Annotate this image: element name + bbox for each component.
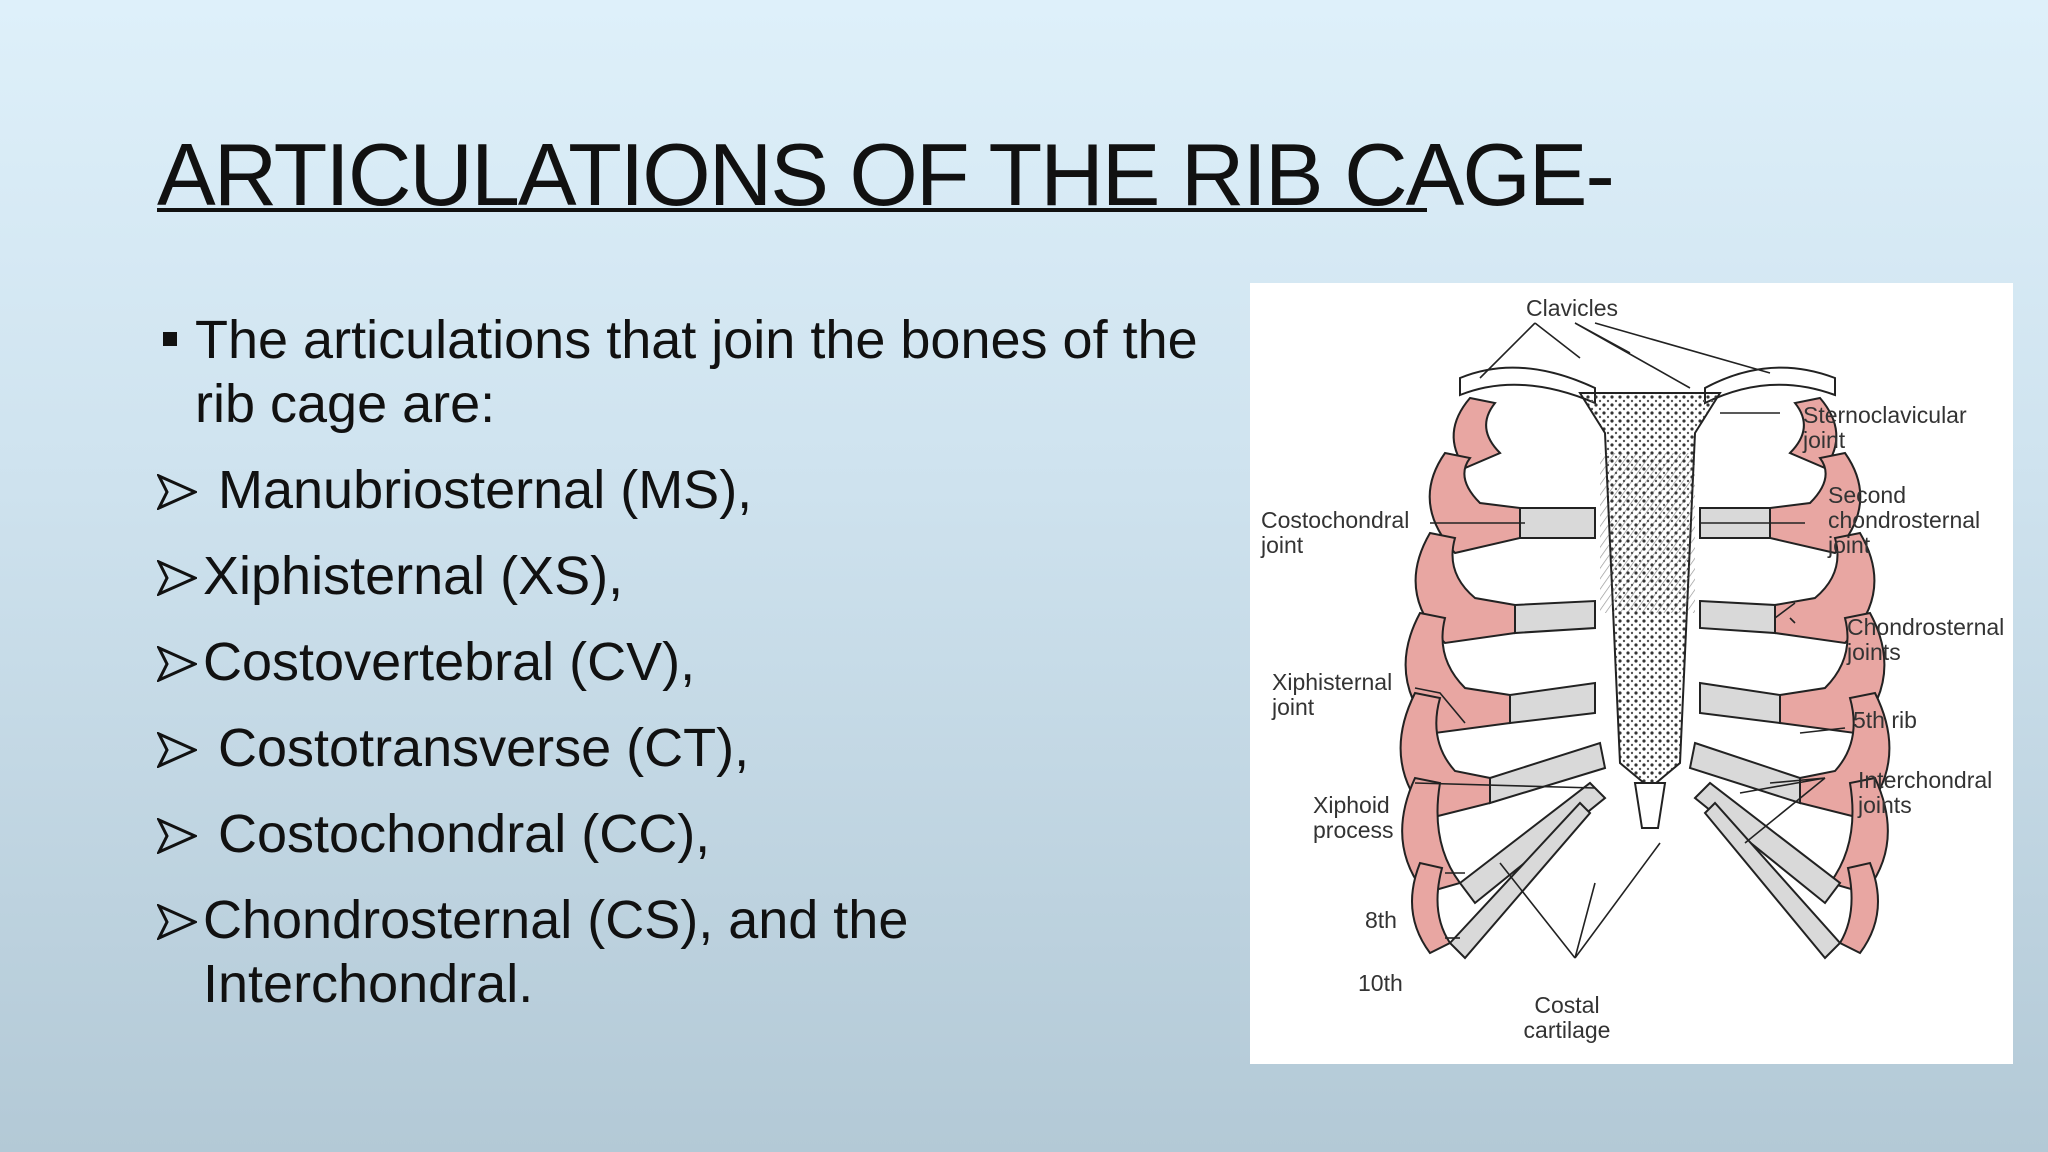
arrow-bullet-icon: [157, 732, 197, 768]
label-second-3: joint: [1827, 532, 1871, 558]
list-item: Manubriosternal (MS),: [157, 458, 1237, 522]
list-item: Costovertebral (CV),: [157, 630, 1237, 694]
left-clavicle: [1459, 366, 1596, 405]
right-clavicle: [1704, 366, 1836, 405]
rib-cage-diagram: Clavicles Sternoclavicular joint Costoch…: [1250, 283, 2013, 1064]
leader-lines: [1414, 322, 1846, 959]
bullet-list: The articulations that join the bones of…: [157, 308, 1237, 1038]
intro-text: The articulations that join the bones of…: [195, 310, 1198, 434]
list-item-text: Chondrosternal (CS), and the Interchondr…: [203, 890, 909, 1014]
rib-cage-illustration: Clavicles Sternoclavicular joint Costoch…: [1260, 295, 2004, 1043]
left-ribs: [1399, 396, 1607, 960]
arrow-bullet-icon: [157, 646, 197, 682]
label-costal: Costal: [1534, 992, 1599, 1018]
label-costal-2: cartilage: [1524, 1017, 1611, 1043]
list-item-text: Costotransverse (CT),: [203, 718, 750, 778]
list-item: Chondrosternal (CS), and the Interchondr…: [157, 888, 963, 1016]
label-xiphoid: Xiphoid: [1313, 792, 1390, 818]
intro-bullet: The articulations that join the bones of…: [157, 308, 1237, 436]
label-fifth-rib: 5th rib: [1853, 707, 1917, 733]
title-underline: [157, 208, 1427, 212]
square-bullet-icon: [163, 332, 177, 346]
list-item-text: Costovertebral (CV),: [203, 632, 696, 692]
label-second: Second: [1828, 482, 1906, 508]
manubriosternal-band: [1600, 453, 1695, 613]
label-interchondral-2: joints: [1857, 792, 1912, 818]
label-chondrosternal-2: joints: [1846, 639, 1901, 665]
list-item-text: Costochondral (CC),: [203, 804, 711, 864]
label-xiphisternal: Xiphisternal: [1272, 669, 1392, 695]
xiphoid: [1633, 782, 1667, 829]
diagram-labels: Clavicles Sternoclavicular joint Costoch…: [1260, 295, 2004, 1043]
label-costochondral-2: joint: [1260, 532, 1304, 558]
right-ribs: [1688, 396, 1891, 960]
label-chondrosternal: Chondrosternal: [1847, 614, 2004, 640]
arrow-bullet-icon: [157, 560, 197, 596]
list-item: Costotransverse (CT),: [157, 716, 1237, 780]
label-interchondral: Interchondral: [1858, 767, 1992, 793]
arrow-bullet-icon: [157, 818, 197, 854]
slide-title: ARTICULATIONS OF THE RIB CAGE-: [157, 125, 1615, 224]
label-costochondral: Costochondral: [1261, 507, 1409, 533]
label-10th: 10th: [1358, 970, 1403, 996]
label-sternoclavicular: Sternoclavicular: [1803, 402, 1967, 428]
label-xiphoid-2: process: [1313, 817, 1394, 843]
label-clavicles: Clavicles: [1526, 295, 1618, 321]
list-item: Costochondral (CC),: [157, 802, 1237, 866]
label-xiphisternal-2: joint: [1271, 694, 1315, 720]
list-item: Xiphisternal (XS),: [157, 544, 1237, 608]
list-item-text: Xiphisternal (XS),: [203, 546, 624, 606]
arrow-bullet-icon: [157, 474, 197, 510]
arrow-bullet-icon: [157, 904, 197, 940]
label-8th: 8th: [1365, 907, 1397, 933]
label-sternoclavicular-2: joint: [1802, 427, 1846, 453]
label-second-2: chondrosternal: [1828, 507, 1980, 533]
list-item-text: Manubriosternal (MS),: [203, 460, 753, 520]
